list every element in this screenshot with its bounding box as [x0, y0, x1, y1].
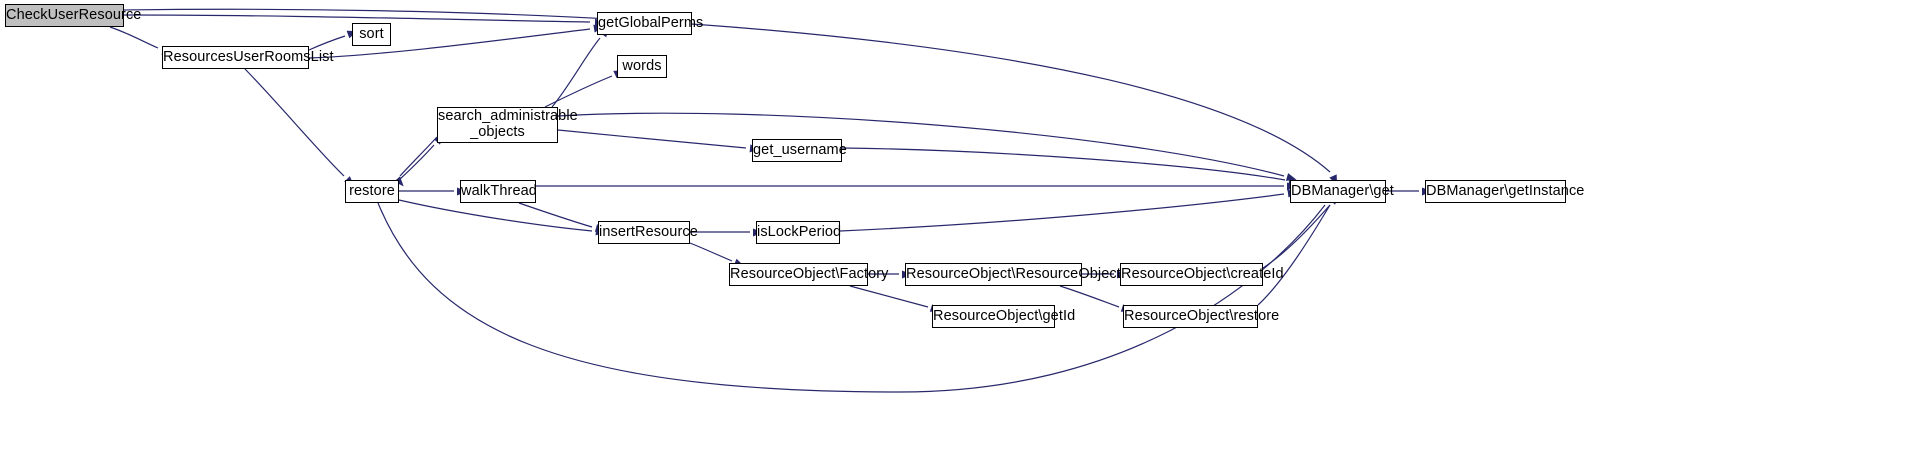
- edge-checkuser-to-getglobalperms: [123, 14, 591, 23]
- graph-node-ResourcesUserRoomsList[interactable]: ResourcesUserRoomsList: [162, 46, 334, 69]
- edge-createid-to-dbmanagerget: [1262, 204, 1331, 269]
- graph-node-label: ResourceObject\restore: [1124, 307, 1280, 324]
- graph-node-ResourceObjectrestore[interactable]: ResourceObject\restore: [1123, 305, 1280, 328]
- edge-checkuser-to-resourcesuserroomslist: [109, 26, 159, 49]
- graph-node-label: ResourceObject\getId: [933, 307, 1076, 324]
- graph-node-label: walkThread: [461, 182, 537, 199]
- graph-node-ResourceObjectgetId[interactable]: ResourceObject\getId: [932, 305, 1076, 328]
- graph-node-label: ResourcesUserRoomsList: [163, 48, 334, 65]
- graph-node-search_administrable_objects[interactable]: search_administrable _objects: [437, 107, 578, 143]
- graph-node-label: getGlobalPerms: [598, 14, 704, 31]
- graph-node-ResourceObjectcreateId[interactable]: ResourceObject\createId: [1120, 263, 1284, 286]
- edge-searchadmin-to-getglobalperms: [551, 37, 601, 108]
- graph-node-DBManagerget[interactable]: DBManager\get: [1290, 180, 1394, 203]
- graph-node-sort[interactable]: sort: [352, 23, 391, 46]
- graph-node-label: DBManager\get: [1291, 182, 1394, 199]
- edge-getusername-to-dbmanagerget: [841, 147, 1286, 181]
- graph-node-insertResource[interactable]: insertResource: [598, 221, 698, 244]
- graph-node-DBManagergetInstance[interactable]: DBManager\getInstance: [1425, 180, 1585, 203]
- edge-searchadmin-to-dbmanagerget: [557, 112, 1285, 177]
- graph-node-get_username[interactable]: get_username: [752, 139, 847, 162]
- graph-node-words[interactable]: words: [617, 55, 667, 78]
- edge-walkthread-to-insertresource: [518, 202, 593, 228]
- graph-node-label: get_username: [753, 141, 847, 158]
- edge-searchadmin-to-getusername: [557, 129, 747, 149]
- graph-node-label: sort: [359, 25, 384, 42]
- graph-node-label: insertResource: [599, 223, 698, 240]
- edge-resourceobject-to-restore: [1059, 285, 1120, 308]
- edge-restore-to-insertresource: [398, 199, 593, 232]
- graph-node-label: ResourceObject\Factory: [730, 265, 889, 282]
- edge-resourcesuserroomslist-to-restore: [244, 68, 345, 177]
- edge-insertresource-to-factory: [689, 242, 733, 262]
- graph-node-ResourceObjectFactory[interactable]: ResourceObject\Factory: [729, 263, 889, 286]
- graph-node-label: CheckUserResource: [6, 6, 142, 23]
- graph-node-CheckUserResource[interactable]: CheckUserResource: [5, 4, 142, 27]
- edge-resourcesuserroomslist-to-sort: [308, 35, 346, 51]
- graph-node-ResourceObjectResourceObject[interactable]: ResourceObject\ResourceObject: [905, 263, 1121, 286]
- graph-node-getGlobalPerms[interactable]: getGlobalPerms: [597, 12, 704, 35]
- edge-resourceobjectrestore-to-dbmanagerget: [1257, 204, 1331, 306]
- edge-searchadmin-to-restore: [399, 136, 438, 177]
- graph-node-label: ResourceObject\createId: [1121, 265, 1284, 282]
- edge-islockperiod-to-dbmanagerget: [839, 193, 1285, 232]
- graph-node-label: isLockPeriod: [757, 223, 842, 240]
- edge-factory-to-getid: [849, 285, 929, 308]
- edge-restore-to-dbmanagerget: [377, 202, 1326, 393]
- graph-node-label: DBManager\getInstance: [1426, 182, 1585, 199]
- graph-node-label: ResourceObject\ResourceObject: [906, 265, 1121, 282]
- graph-node-label: search_administrable _objects: [438, 108, 578, 140]
- edge-checkuser-to-dbmanagerget: [123, 8, 1331, 173]
- graph-node-walkThread[interactable]: walkThread: [460, 180, 537, 203]
- edge-searchadmin-to-words: [544, 75, 613, 108]
- graph-node-isLockPeriod[interactable]: isLockPeriod: [756, 221, 842, 244]
- graph-node-restore[interactable]: restore: [345, 180, 399, 203]
- graph-node-label: words: [622, 57, 662, 74]
- edge-restore-to-searchadmin: [398, 144, 435, 181]
- graph-node-label: restore: [349, 182, 395, 199]
